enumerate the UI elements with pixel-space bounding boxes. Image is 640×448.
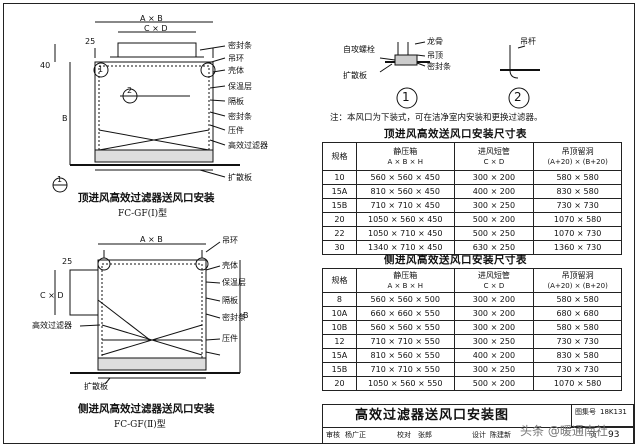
hepa-filter bbox=[94, 149, 214, 163]
detail-1-callout bbox=[396, 87, 418, 109]
atlas-label: 图集号 bbox=[575, 408, 596, 416]
model-side-inlet: FC-GF(Ⅱ)型 bbox=[114, 420, 166, 430]
dim-cxd-2: C × D bbox=[40, 291, 64, 300]
label-shell-1: 壳体 bbox=[228, 66, 244, 75]
label-baffle-1: 隔板 bbox=[228, 97, 244, 106]
label-press-1: 压件 bbox=[228, 126, 244, 135]
dim-axb-1: A × B bbox=[140, 14, 163, 23]
tb-design-label: 设计 bbox=[472, 431, 486, 439]
dim-40-1: 40 bbox=[40, 61, 51, 70]
side-inlet-duct bbox=[69, 269, 99, 316]
tb-review-name: 杨广正 bbox=[345, 431, 366, 439]
label-diffuser-1: 扩散板 bbox=[228, 173, 252, 182]
label-seal-1: 密封条 bbox=[228, 41, 252, 50]
drawing-title: 高效过滤器送风口安装图 bbox=[355, 408, 510, 423]
detail-label-keel: 龙骨 bbox=[427, 37, 443, 46]
detail-label-rod: 吊杆 bbox=[520, 37, 536, 46]
callout-2-top: 2 bbox=[127, 86, 133, 95]
label-shell-2: 壳体 bbox=[222, 261, 238, 270]
dim-b-2: B bbox=[243, 311, 249, 320]
label-press-2: 压件 bbox=[222, 334, 238, 343]
callout-1-bottom: 1 bbox=[57, 175, 63, 184]
detail-2-callout bbox=[508, 87, 530, 109]
detail-label-ceiling: 吊顶 bbox=[427, 51, 443, 60]
label-seal-2: 密封条 bbox=[222, 313, 246, 322]
title-block-atlas-cell bbox=[571, 404, 634, 427]
dim-axb-2: A × B bbox=[140, 235, 163, 244]
tb-check-label: 校对 bbox=[397, 431, 411, 439]
th-spec-1: 规格 bbox=[322, 142, 357, 171]
tb-review-label: 审核 bbox=[326, 431, 340, 439]
plenum-box bbox=[94, 61, 214, 163]
dim-b-1: B bbox=[62, 114, 68, 123]
th-hole-1: 吊顶留洞(A+20) × (B+20) bbox=[533, 142, 622, 171]
drawing-sheet bbox=[3, 3, 635, 444]
label-insulation-1: 保温层 bbox=[228, 82, 252, 91]
detail-label-seal: 密封条 bbox=[427, 62, 451, 71]
label-ring-1: 吊环 bbox=[228, 54, 244, 63]
label-filter-2: 高效过滤器 bbox=[32, 321, 72, 330]
label-seal-1b: 密封条 bbox=[228, 112, 252, 121]
detail-1-number: 1 bbox=[402, 90, 410, 104]
dim-25-2: 25 bbox=[62, 257, 73, 266]
detail-label-diffuser: 扩散板 bbox=[343, 71, 367, 80]
label-diffuser-2: 扩散板 bbox=[84, 382, 108, 391]
tb-design-name: 陈建新 bbox=[490, 431, 511, 439]
table2-title: 侧进风高效送风口安装尺寸表 bbox=[384, 254, 527, 266]
callout-1-top: 1 bbox=[98, 65, 104, 74]
dim-25-1: 25 bbox=[85, 37, 96, 46]
plenum-box-side bbox=[97, 259, 207, 371]
inlet-duct bbox=[117, 42, 197, 58]
th-hole-2: 吊顶留洞(A+20) × (B+20) bbox=[533, 268, 622, 293]
atlas-number: 18K131 bbox=[600, 408, 627, 416]
label-filter-1: 高效过滤器 bbox=[228, 141, 268, 150]
tb-check-name: 张郎 bbox=[418, 431, 432, 439]
label-insulation-2: 保温层 bbox=[222, 278, 246, 287]
page-label: 页 bbox=[590, 431, 597, 439]
th-spec-2: 规格 bbox=[322, 268, 357, 293]
dim-cxd-1: C × D bbox=[144, 24, 168, 33]
note: 注：本风口为下装式，可在洁净室内安装和更换过滤器。 bbox=[330, 113, 543, 123]
label-ring-2: 吊环 bbox=[222, 236, 238, 245]
detail-2-number: 2 bbox=[514, 90, 522, 104]
title-block-divider bbox=[322, 427, 634, 428]
detail-label-screw: 自攻螺栓 bbox=[343, 45, 375, 54]
caption-side-inlet: 侧进风高效过滤器送风口安装 bbox=[78, 403, 215, 415]
watermark: 头条 @暖通南社 bbox=[520, 424, 608, 438]
model-top-inlet: FC-GF(Ⅰ)型 bbox=[118, 209, 168, 219]
label-baffle-2: 隔板 bbox=[222, 296, 238, 305]
page-number: 93 bbox=[608, 430, 620, 440]
hepa-filter-side bbox=[97, 357, 207, 371]
caption-top-inlet: 顶进风高效过滤器送风口安装 bbox=[78, 192, 215, 204]
table1-title: 顶进风高效送风口安装尺寸表 bbox=[384, 128, 527, 140]
